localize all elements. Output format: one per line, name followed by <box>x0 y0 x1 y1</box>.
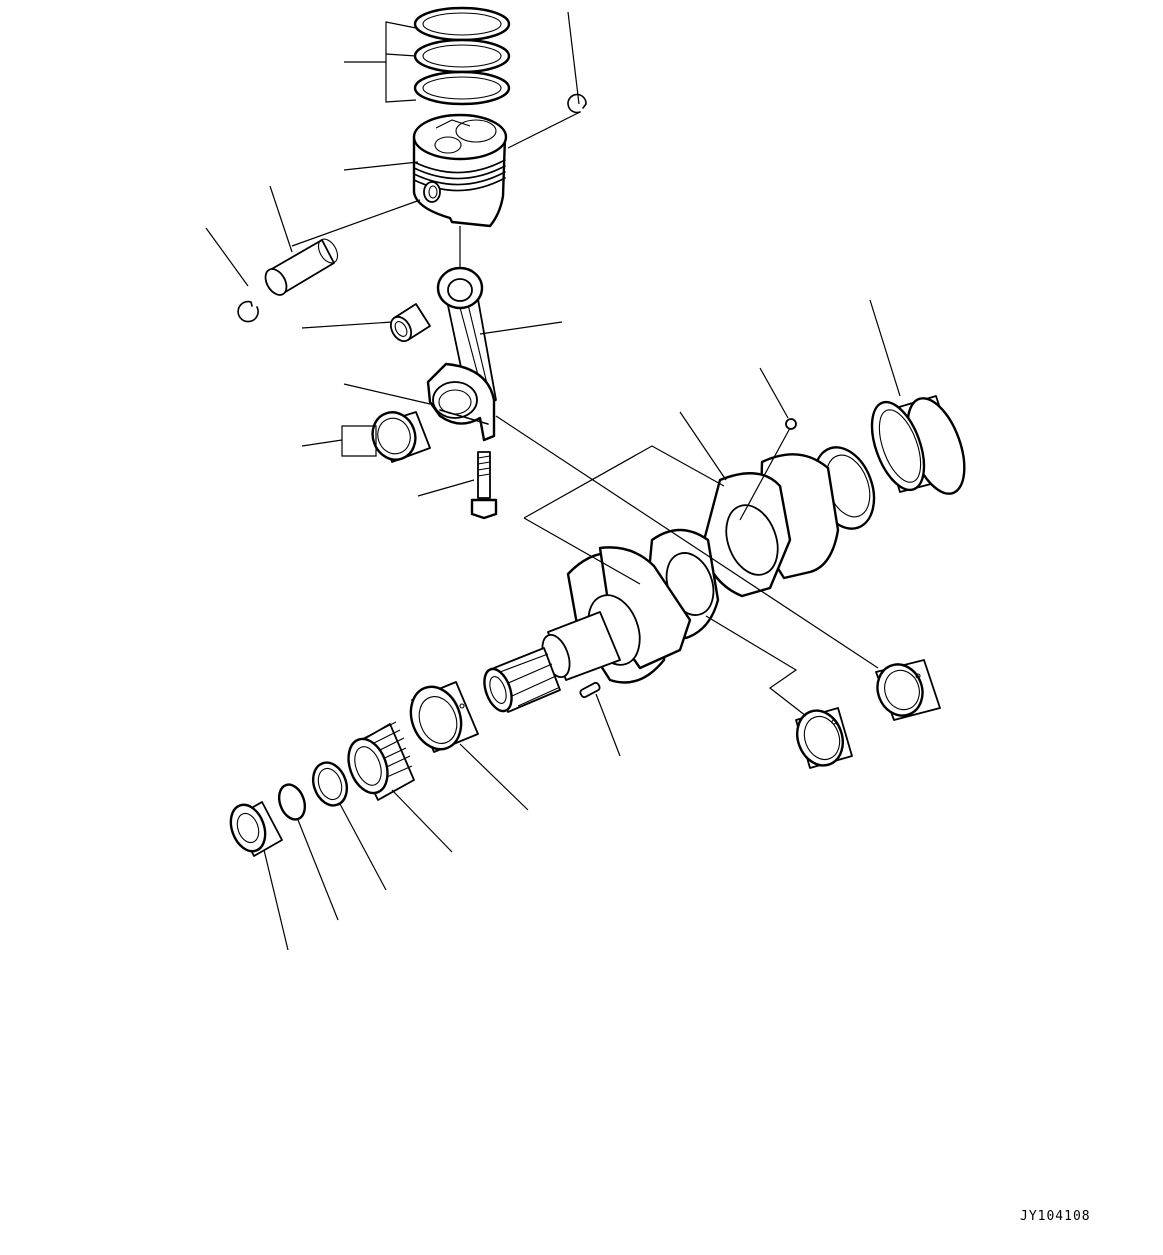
shim[interactable] <box>307 758 352 810</box>
connecting-rod-bearing[interactable] <box>341 406 431 465</box>
leader-lines <box>205 11 901 951</box>
piston-pin[interactable] <box>261 236 341 299</box>
timing-gear[interactable] <box>342 721 415 801</box>
connecting-rod[interactable] <box>426 266 497 442</box>
crankshaft-key[interactable] <box>579 681 601 699</box>
piston-pin-snap-ring[interactable] <box>237 300 259 323</box>
main-bearing-lower[interactable] <box>790 704 853 772</box>
front-bushing[interactable] <box>403 680 479 757</box>
drawing-code: JY104108 <box>1020 1209 1091 1224</box>
crankshaft[interactable] <box>479 418 884 715</box>
piston[interactable] <box>412 113 508 228</box>
piston-ring-set[interactable] <box>413 6 511 106</box>
connecting-rod-bolt[interactable] <box>470 451 498 520</box>
small-end-bushing[interactable] <box>387 303 431 345</box>
main-bearing-upper[interactable] <box>870 658 941 722</box>
front-seal[interactable] <box>225 800 283 857</box>
crankshaft-rear-bushing[interactable] <box>862 391 976 501</box>
o-ring[interactable] <box>275 781 310 823</box>
snap-ring-upper[interactable] <box>567 93 587 114</box>
